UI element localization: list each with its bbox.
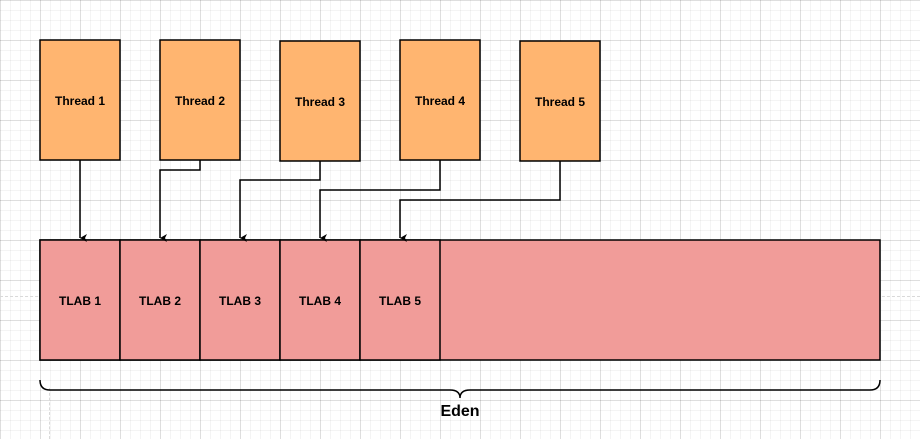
tlab-1: TLAB 1: [39, 239, 121, 361]
thread-5: Thread 5: [519, 40, 601, 162]
arrow-thread-4-to-tlab-4: [319, 160, 441, 242]
thread-2-label: Thread 2: [175, 94, 225, 108]
eden-brace: [39, 379, 881, 399]
tlab-3-label: TLAB 3: [219, 294, 261, 308]
thread-5-box: [519, 40, 601, 162]
arrow-thread-5-to-tlab-5: [399, 161, 561, 242]
tlab-2-box: [119, 239, 201, 361]
vertical-guide-line: [49, 388, 50, 439]
thread-3: Thread 3: [279, 40, 361, 162]
eden-label: Eden: [440, 403, 479, 420]
tlab-1-box: [39, 239, 121, 361]
tlab-4: TLAB 4: [279, 239, 361, 361]
thread-5-label: Thread 5: [535, 95, 585, 109]
tlab-5-box: [359, 239, 441, 361]
thread-2-box: [159, 39, 241, 161]
thread-3-box: [279, 40, 361, 162]
thread-3-label: Thread 3: [295, 95, 345, 109]
tlab-5: TLAB 5: [359, 239, 441, 361]
arrow-thread-2-to-tlab-2: [159, 160, 201, 242]
tlab-4-label: TLAB 4: [299, 294, 341, 308]
thread-2: Thread 2: [159, 39, 241, 161]
tlab-3: TLAB 3: [199, 239, 281, 361]
tlab-2: TLAB 2: [119, 239, 201, 361]
thread-4-label: Thread 4: [415, 94, 465, 108]
tlab-5-label: TLAB 5: [379, 294, 421, 308]
tlab-1-label: TLAB 1: [59, 294, 101, 308]
thread-1: Thread 1: [39, 39, 121, 161]
thread-1-label: Thread 1: [55, 94, 105, 108]
arrow-thread-3-to-tlab-3: [239, 161, 321, 242]
tlab-2-label: TLAB 2: [139, 294, 181, 308]
thread-4: Thread 4: [399, 39, 481, 161]
thread-1-box: [39, 39, 121, 161]
